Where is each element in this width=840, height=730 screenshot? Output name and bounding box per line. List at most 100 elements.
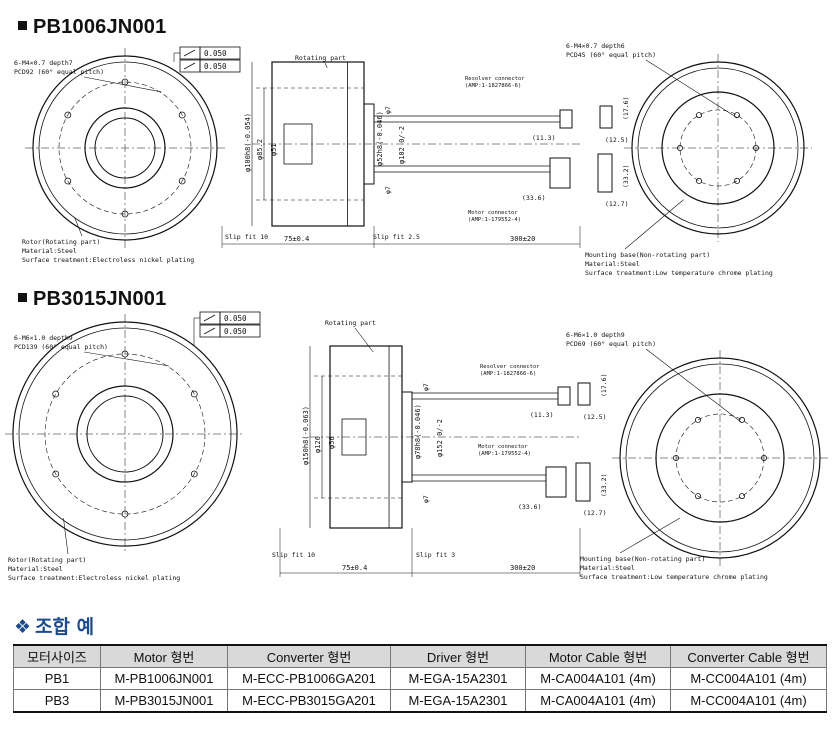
dim-shaft-label: φ78h8(-0.046) bbox=[414, 404, 422, 459]
dim-base-label: φ152 0/-2 bbox=[436, 419, 444, 457]
front-hole-note: 6-M4×0.7 depth7 bbox=[14, 59, 73, 67]
table-header-cell: Motor 형번 bbox=[100, 644, 228, 668]
mounting-hole bbox=[677, 144, 684, 151]
leader-line bbox=[63, 517, 69, 555]
mounting-hole bbox=[64, 177, 72, 185]
dim-cable-label: φ7 bbox=[422, 383, 430, 391]
rotor-note: Material:Steel bbox=[22, 247, 77, 255]
dim-bore1-label: φ85.2 bbox=[256, 139, 264, 160]
runout-arrow-icon bbox=[183, 62, 196, 70]
mounting-hole bbox=[739, 493, 746, 500]
mounting-hole bbox=[673, 454, 680, 461]
resolver-connector-end-view bbox=[577, 382, 591, 406]
bullet-square-icon bbox=[18, 21, 27, 30]
dim-connector-label: (33.2) bbox=[600, 474, 608, 497]
mounting-hole bbox=[696, 177, 703, 184]
rotor-note: Surface treatment:Electroless nickel pla… bbox=[8, 574, 180, 582]
mounting-hole bbox=[190, 390, 198, 398]
rear-hole-note: 6-M4×0.7 depth6 bbox=[566, 42, 625, 50]
dim-connector-label: (12.5) bbox=[583, 413, 606, 421]
tolerance-value: 0.050 bbox=[224, 327, 247, 336]
table-header-cell: Converter 형번 bbox=[227, 644, 391, 668]
tolerance-value-box bbox=[219, 311, 261, 325]
runout-arrow-icon bbox=[203, 314, 216, 322]
tolerance-value-box bbox=[199, 59, 241, 73]
table-row: PB1 M-PB1006JN001 M-ECC-PB1006GA201 M-EG… bbox=[13, 667, 827, 690]
rotor-note: Rotor(Rotating part) bbox=[22, 238, 100, 246]
model-title-text: PB1006JN001 bbox=[33, 16, 167, 38]
dim-shaft-label: φ52h8(-0.046) bbox=[376, 111, 384, 166]
section-title-text: 조합 예 bbox=[35, 616, 95, 638]
leader-line bbox=[645, 348, 743, 424]
leader-line bbox=[324, 62, 328, 69]
rear-rim bbox=[625, 363, 815, 553]
dim-od-label: φ150h8(-0.063) bbox=[302, 406, 310, 465]
base-note: Surface treatment:Low temperature chrome… bbox=[585, 269, 773, 277]
dim-connector-label: (12.7) bbox=[583, 509, 606, 517]
motor-connector bbox=[549, 157, 571, 189]
mounting-hole bbox=[761, 454, 768, 461]
table-cell: PB3 bbox=[13, 689, 101, 713]
table-cell: M-ECC-PB3015GA201 bbox=[227, 689, 391, 713]
mounting-hole bbox=[753, 144, 760, 151]
dim-connector-label: (12.7) bbox=[605, 200, 628, 208]
front-flange-rim bbox=[38, 61, 212, 235]
rotor-note: Material:Steel bbox=[8, 565, 63, 573]
dim-cable-label: φ7 bbox=[384, 106, 392, 114]
mounting-hole bbox=[121, 210, 129, 218]
table-header-cell: Converter Cable 형번 bbox=[670, 644, 827, 668]
model-title-pb1: PB1006JN001 bbox=[18, 16, 166, 39]
base-note: Mounting base(Non-rotating part) bbox=[585, 251, 710, 259]
dim-base-label: φ102 0/-2 bbox=[398, 126, 406, 164]
rear-rim bbox=[637, 67, 799, 229]
table-header-row: 모터사이즈 Motor 형번 Converter 형번 Driver 형번 Mo… bbox=[13, 644, 827, 668]
runout-arrow-icon bbox=[183, 49, 196, 57]
dim-od-label: φ100h8(-0.054) bbox=[244, 113, 252, 172]
mounting-hole bbox=[121, 510, 129, 518]
dim-connector-label: (33.6) bbox=[518, 503, 541, 511]
motor-connector-label: (AMP:1-179552-4) bbox=[468, 217, 521, 223]
mounting-hole bbox=[178, 111, 186, 119]
table-cell: M-ECC-PB1006GA201 bbox=[227, 667, 391, 690]
table-cell: M-EGA-15A2301 bbox=[390, 667, 526, 690]
front-hole-note: PCD139 (60° equal pitch) bbox=[14, 343, 108, 351]
leader-line bbox=[645, 59, 738, 118]
mounting-hole bbox=[734, 177, 741, 184]
tolerance-value-box bbox=[199, 46, 241, 60]
mounting-hole bbox=[696, 112, 703, 119]
table-cell: PB1 bbox=[13, 667, 101, 690]
rotating-part-label: Rotating part bbox=[325, 319, 376, 327]
combination-table: 모터사이즈 Motor 형번 Converter 형번 Driver 형번 Mo… bbox=[13, 644, 827, 713]
base-note: Mounting base(Non-rotating part) bbox=[580, 555, 705, 563]
dim-cable-length-label: 300±20 bbox=[510, 235, 535, 243]
motor-connector-label: (AMP:1-179552-4) bbox=[478, 451, 531, 457]
dim-length-label: 75±0.4 bbox=[342, 564, 367, 572]
resolver-connector-label: (AMP:1-1827866-6) bbox=[480, 371, 536, 377]
front-hole-note: PCD92 (60° equal pitch) bbox=[14, 68, 104, 76]
tolerance-value: 0.050 bbox=[224, 314, 247, 323]
mounting-hole bbox=[190, 470, 198, 478]
base-note: Material:Steel bbox=[580, 564, 635, 572]
dim-connector-label: (11.3) bbox=[532, 134, 555, 142]
table-cell: M-PB3015JN001 bbox=[100, 689, 228, 713]
resolver-connector bbox=[559, 109, 573, 129]
dim-length-label: 75±0.4 bbox=[284, 235, 309, 243]
leader-line bbox=[74, 216, 83, 237]
table-cell: M-EGA-15A2301 bbox=[390, 689, 526, 713]
table-header-cell: Driver 형번 bbox=[390, 644, 526, 668]
leader-line bbox=[624, 199, 684, 250]
slip-fit-left: Slip fit 10 bbox=[272, 551, 315, 559]
dim-cable-label: φ7 bbox=[384, 186, 392, 194]
table-header-cell: Motor Cable 형번 bbox=[525, 644, 671, 668]
motor-connector-end-view bbox=[597, 153, 613, 193]
section-title: ❖조합 예 bbox=[14, 612, 94, 639]
motor-connector-label: Motor connector bbox=[468, 210, 518, 216]
table-header-cell: 모터사이즈 bbox=[13, 644, 101, 668]
resolver-connector-label: (AMP:1-1827866-6) bbox=[465, 83, 521, 89]
front-hole-note: 6-M6×1.0 depth9 bbox=[14, 334, 73, 342]
motor-connector bbox=[545, 466, 567, 498]
resolver-connector bbox=[557, 386, 571, 406]
dim-connector-label: (12.5) bbox=[605, 136, 628, 144]
